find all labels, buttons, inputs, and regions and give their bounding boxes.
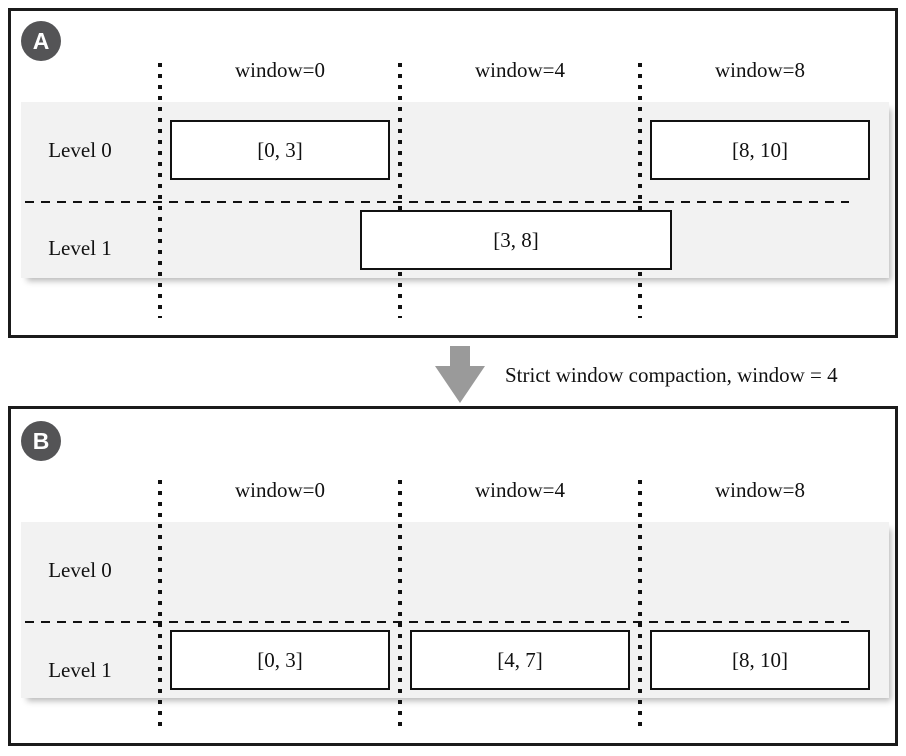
panel-b: B window=0 window=4 window=8 Level 0 Lev… <box>8 406 898 746</box>
panel-a: A window=0 window=4 window=8 Level 0 Lev… <box>8 8 898 338</box>
row-label-level0: Level 0 <box>48 138 112 162</box>
column-header-window0: window=0 <box>234 478 325 502</box>
window-separator <box>398 480 402 730</box>
column-header-window4: window=4 <box>474 478 565 502</box>
interval-box: [4, 7] <box>410 630 630 690</box>
window-separator <box>638 63 642 318</box>
row-label-level0: Level 0 <box>48 558 112 582</box>
panel-a-badge: A <box>21 21 61 61</box>
level-divider <box>25 201 849 203</box>
row-label-level1: Level 1 <box>48 236 112 260</box>
window-separator <box>158 63 162 318</box>
column-header-window4: window=4 <box>474 58 565 82</box>
panel-b-badge: B <box>21 421 61 461</box>
down-arrow-icon <box>435 366 485 403</box>
column-header-window0: window=0 <box>234 58 325 82</box>
interval-box: [8, 10] <box>650 630 870 690</box>
interval-box: [3, 8] <box>360 210 672 270</box>
window-separator <box>638 480 642 730</box>
down-arrow-icon <box>450 346 470 367</box>
column-header-window8: window=8 <box>714 58 805 82</box>
window-separator <box>398 63 402 318</box>
arrow-caption: Strict window compaction, window = 4 <box>505 363 838 387</box>
column-header-window8: window=8 <box>714 478 805 502</box>
interval-box: [8, 10] <box>650 120 870 180</box>
interval-box: [0, 3] <box>170 630 390 690</box>
row-label-level1: Level 1 <box>48 658 112 682</box>
interval-box: [0, 3] <box>170 120 390 180</box>
level-divider <box>25 621 849 623</box>
window-separator <box>158 480 162 730</box>
